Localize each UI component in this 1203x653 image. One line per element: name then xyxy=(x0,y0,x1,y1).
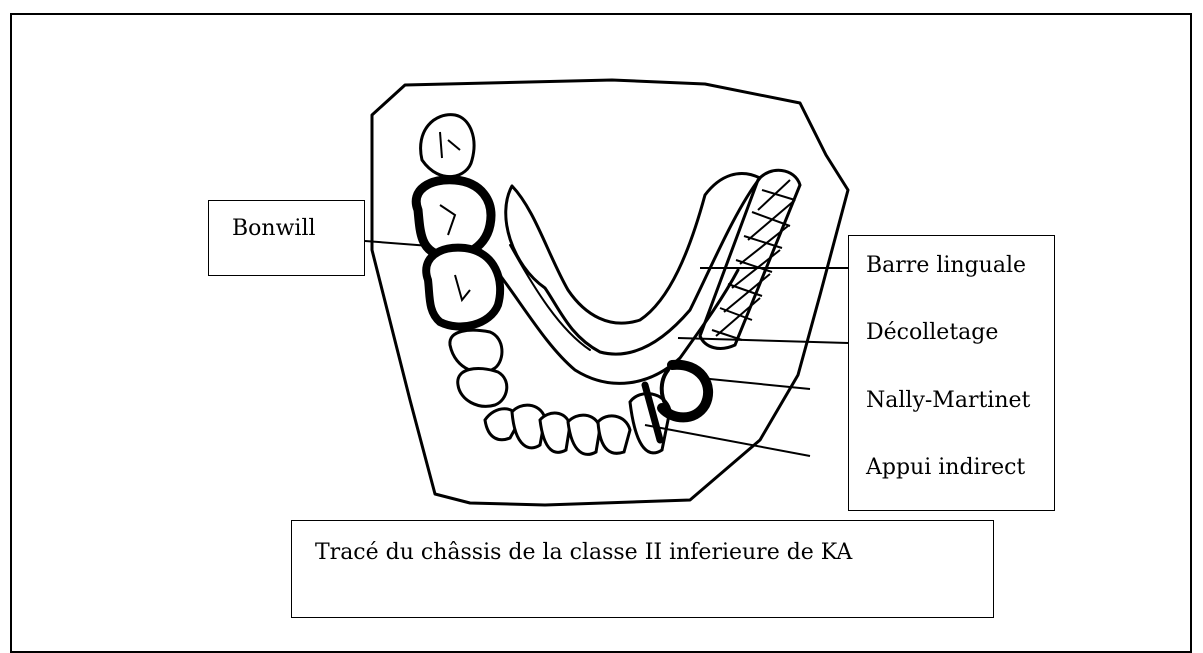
label-barre-linguale: Barre linguale xyxy=(866,253,1026,278)
figure-caption: Tracé du châssis de la classe II inferie… xyxy=(315,540,852,565)
tooth-molar-lower xyxy=(426,248,500,327)
tongue-area-outline xyxy=(506,173,760,354)
label-decolletage: Décolletage xyxy=(866,320,998,345)
leader-appui-indirect xyxy=(645,425,810,456)
tooth-premolar-1 xyxy=(450,330,502,372)
tooth-premolar-2 xyxy=(458,368,507,406)
label-bonwill: Bonwill xyxy=(232,216,316,241)
tooth-incisor-2 xyxy=(540,413,570,452)
tooth-molar-top xyxy=(421,115,474,177)
label-appui-indirect: Appui indirect xyxy=(866,455,1025,480)
label-nally-martinet: Nally-Martinet xyxy=(866,388,1030,413)
caption-box xyxy=(291,520,994,618)
tooth-incisor-3 xyxy=(568,415,600,454)
teeth xyxy=(416,115,670,455)
tooth-incisor-4 xyxy=(598,416,630,453)
